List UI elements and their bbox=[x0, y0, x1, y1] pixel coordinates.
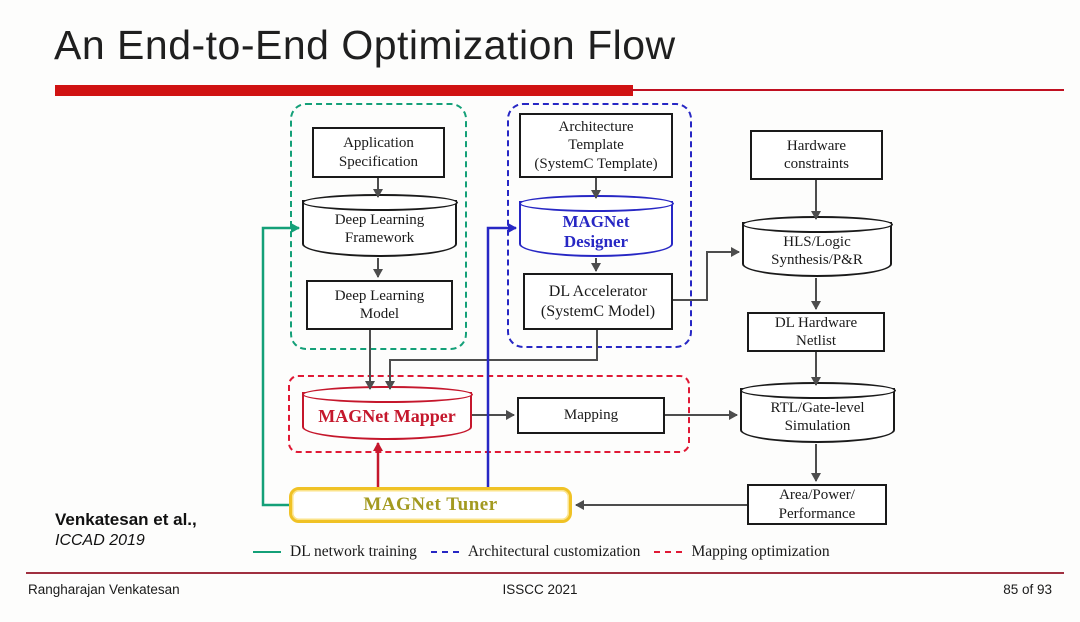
node-application-specification: Application Specification bbox=[312, 127, 445, 178]
footer: Rangharajan Venkatesan ISSCC 2021 85 of … bbox=[0, 582, 1080, 597]
citation-block: Venkatesan et al., ICCAD 2019 bbox=[55, 510, 197, 550]
node-mapping: Mapping bbox=[517, 397, 665, 434]
node-area-power-performance: Area/Power/ Performance bbox=[747, 484, 887, 525]
title-underline-bar bbox=[55, 85, 633, 96]
legend-item-architectural-customization: Architectural customization bbox=[430, 543, 640, 561]
node-hardware-constraints: Hardware constraints bbox=[750, 130, 883, 180]
legend-item-dl-network-training: DL network training bbox=[253, 543, 417, 561]
node-magnet-mapper: MAGNet Mapper bbox=[301, 386, 473, 440]
legend-item-mapping-optimization: Mapping optimization bbox=[654, 543, 830, 561]
node-magnet-tuner: MAGNet Tuner bbox=[289, 487, 572, 523]
node-deep-learning-model: Deep Learning Model bbox=[306, 280, 453, 330]
node-dl-hardware-netlist: DL Hardware Netlist bbox=[747, 312, 885, 352]
footer-separator bbox=[26, 572, 1064, 574]
title-underline-thin bbox=[630, 89, 1064, 91]
node-dl-accelerator: DL Accelerator (SystemC Model) bbox=[523, 273, 673, 330]
node-hls-logic-synthesis: HLS/Logic Synthesis/P&R bbox=[741, 216, 893, 277]
red-dashed-line-swatch bbox=[654, 551, 683, 553]
legend: DL network training Architectural custom… bbox=[253, 543, 830, 561]
blue-dashed-line-swatch bbox=[430, 551, 459, 553]
green-solid-line-swatch bbox=[253, 551, 281, 553]
node-magnet-designer: MAGNet Designer bbox=[518, 195, 674, 257]
node-rtl-gate-level-simulation: RTL/Gate-level Simulation bbox=[739, 382, 896, 443]
footer-page-number: 85 of 93 bbox=[1003, 582, 1052, 597]
citation-venue: ICCAD 2019 bbox=[55, 532, 145, 549]
node-deep-learning-framework: Deep Learning Framework bbox=[301, 194, 458, 257]
citation-authors: Venkatesan et al., bbox=[55, 510, 197, 529]
page-title: An End-to-End Optimization Flow bbox=[54, 22, 676, 68]
node-architecture-template: Architecture Template (SystemC Template) bbox=[519, 113, 673, 178]
footer-presenter-name: Rangharajan Venkatesan bbox=[28, 582, 180, 597]
footer-conference: ISSCC 2021 bbox=[502, 582, 578, 597]
